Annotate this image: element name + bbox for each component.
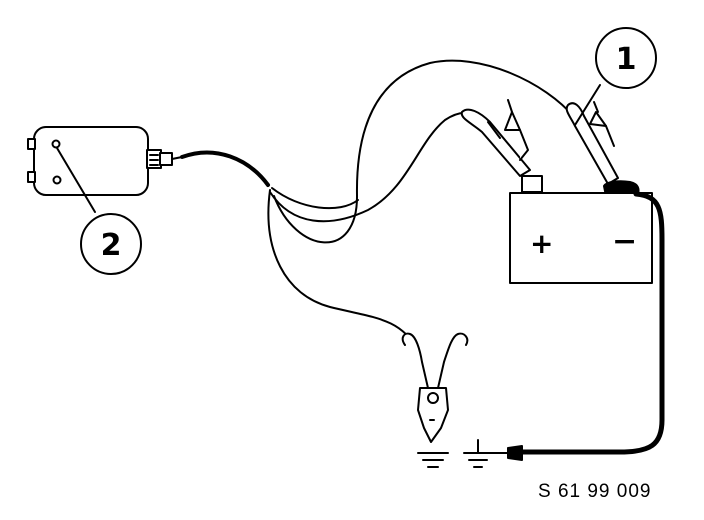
callout-2-label: 2 [101,228,122,263]
ground-symbol-right [463,439,493,468]
ground-symbol-left [417,452,449,468]
clamp-positive [460,99,543,193]
cable-bundle [180,59,576,351]
tester-device [27,126,183,196]
callout-2: 2 [56,147,142,275]
document-reference: S 61 99 009 [538,481,652,502]
callout-1-label: 1 [616,42,637,77]
clamp-negative [565,101,640,197]
battery-minus-sign: − [612,224,637,259]
battery: + − [509,192,653,284]
callout-1: 1 [574,27,657,126]
battery-plus-sign: + [530,227,553,260]
ground-cable [489,191,665,461]
ground-clamp [401,332,469,443]
